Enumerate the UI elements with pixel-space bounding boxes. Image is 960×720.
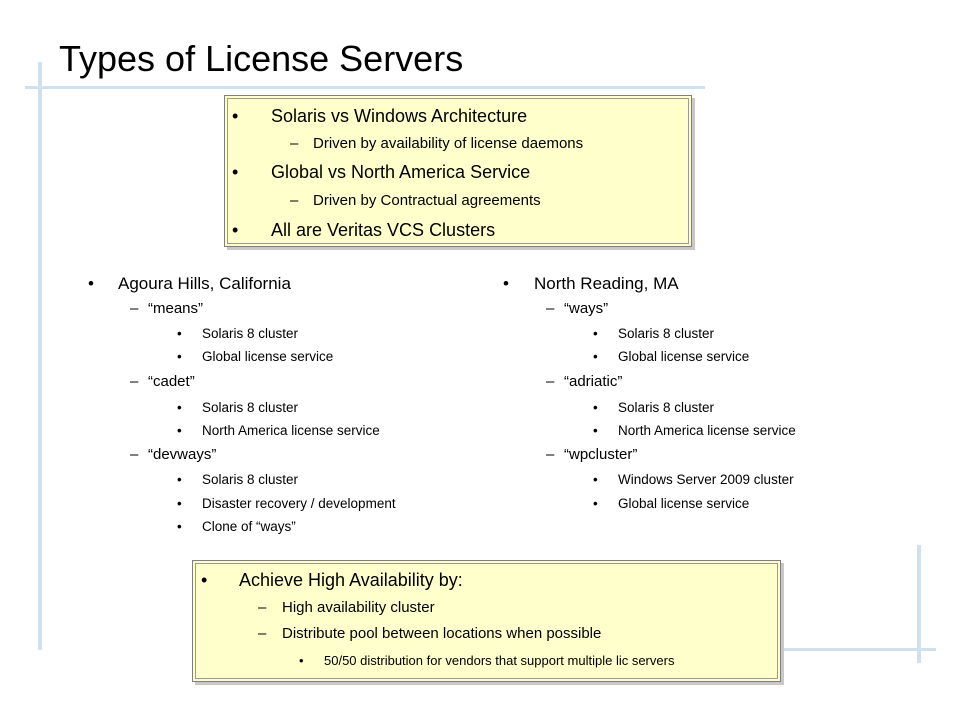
bullet-icon: • — [88, 274, 94, 293]
server-detail: Global license service — [618, 496, 750, 511]
bullet-icon: • — [201, 570, 208, 590]
callout-subitem-contracts: Driven by Contractual agreements — [313, 192, 541, 209]
dash-icon: – — [546, 446, 555, 463]
bullet-icon: • — [593, 423, 598, 438]
server-name-cadet: “cadet” — [148, 373, 195, 390]
server-detail: Solaris 8 cluster — [618, 400, 715, 415]
bullet-icon: • — [503, 274, 509, 293]
server-detail: Windows Server 2009 cluster — [618, 472, 794, 487]
server-detail: North America license service — [202, 423, 380, 438]
dash-icon: – — [546, 300, 555, 317]
bullet-icon: • — [593, 400, 598, 415]
server-detail: Disaster recovery / development — [202, 496, 396, 511]
bullet-icon: • — [177, 472, 182, 487]
bullet-icon: • — [177, 400, 182, 415]
server-detail: North America license service — [618, 423, 796, 438]
bullet-icon: • — [177, 326, 182, 341]
dash-icon: – — [546, 373, 555, 390]
callout-subitem-daemons: Driven by availability of license daemon… — [313, 135, 584, 152]
server-detail: Solaris 8 cluster — [618, 326, 715, 341]
availability-subitem-distribution: 50/50 distribution for vendors that supp… — [324, 653, 675, 668]
dash-icon: – — [258, 599, 267, 616]
server-detail: Global license service — [202, 349, 334, 364]
callout-item-service: Global vs North America Service — [271, 162, 531, 182]
server-detail: Solaris 8 cluster — [202, 472, 299, 487]
server-detail: Solaris 8 cluster — [202, 326, 299, 341]
dash-icon: – — [290, 135, 299, 152]
availability-heading: Achieve High Availability by: — [239, 570, 463, 590]
server-detail: Global license service — [618, 349, 750, 364]
bullet-icon: • — [177, 519, 182, 534]
bullet-icon: • — [177, 349, 182, 364]
callout-item-clusters: All are Veritas VCS Clusters — [271, 220, 496, 240]
callout-inner-border — [227, 98, 689, 244]
callout-inner-border — [195, 563, 778, 679]
location-heading-agoura: Agoura Hills, California — [118, 274, 291, 293]
bullet-icon: • — [593, 472, 598, 487]
dash-icon: – — [130, 373, 139, 390]
availability-item-cluster: High availability cluster — [282, 599, 435, 616]
bullet-icon: • — [593, 349, 598, 364]
availability-item-distribute: Distribute pool between locations when p… — [282, 625, 602, 642]
location-heading-north-reading: North Reading, MA — [534, 274, 679, 293]
server-detail: Clone of “ways” — [202, 519, 296, 534]
server-detail: Solaris 8 cluster — [202, 400, 299, 415]
server-name-adriatic: “adriatic” — [564, 373, 623, 390]
bullet-icon: • — [177, 496, 182, 511]
architecture-callout-box: • Solaris vs Windows Architecture – Driv… — [224, 95, 692, 247]
bullet-icon: • — [299, 653, 304, 668]
decorative-horizontal-line-bottom — [720, 648, 936, 651]
dash-icon: – — [130, 446, 139, 463]
dash-icon: – — [258, 625, 267, 642]
bullet-icon: • — [232, 220, 239, 240]
dash-icon: – — [130, 300, 139, 317]
decorative-horizontal-line-top — [25, 86, 705, 89]
bullet-icon: • — [177, 423, 182, 438]
server-name-means: “means” — [148, 300, 204, 317]
bullet-icon: • — [232, 162, 239, 182]
dash-icon: – — [290, 192, 299, 209]
bullet-icon: • — [232, 106, 239, 126]
decorative-vertical-line-right — [917, 545, 921, 663]
server-name-wpcluster: “wpcluster” — [564, 446, 638, 463]
bullet-icon: • — [593, 326, 598, 341]
decorative-vertical-line-left — [38, 62, 42, 650]
bullet-icon: • — [593, 496, 598, 511]
server-name-ways: “ways” — [564, 300, 609, 317]
high-availability-callout-box: • Achieve High Availability by: – High a… — [192, 560, 781, 682]
callout-item-architecture: Solaris vs Windows Architecture — [271, 106, 528, 126]
server-name-devways: “devways” — [148, 446, 217, 463]
slide-title: Types of License Servers — [59, 38, 464, 79]
